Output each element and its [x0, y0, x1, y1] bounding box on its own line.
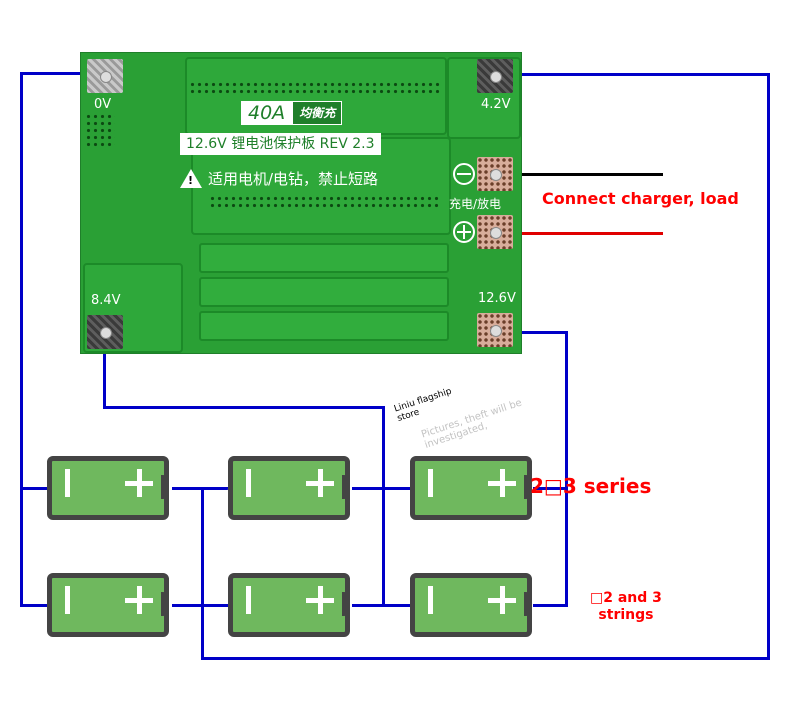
wire-12v6-top: [497, 331, 568, 334]
pad-positive: [477, 215, 513, 249]
battery-cell: [228, 456, 350, 520]
pad-8v4-label: 8.4V: [91, 293, 121, 308]
battery-cell: [410, 573, 532, 637]
pad-negative: [477, 157, 513, 191]
battery-cell: [228, 573, 350, 637]
battery-negative-mark: [428, 469, 433, 497]
charger-positive-lead: [500, 232, 663, 235]
pad-4v2-label: 4.2V: [481, 97, 511, 112]
pcb-via-row-top: [189, 81, 441, 95]
warning-icon: !: [180, 169, 202, 188]
pad-0v: [87, 59, 123, 93]
warning-line: ! 适用电机/电钻，禁止短路: [180, 168, 378, 189]
pcb-strip-3: [199, 311, 449, 341]
wire-8v4-vertical: [382, 406, 385, 607]
board-title: 12.6V 锂电池保护板 REV 2.3: [180, 133, 381, 155]
warning-text: 适用电机/电钻，禁止短路: [208, 170, 379, 188]
wire-12v6-row2: [533, 604, 568, 607]
wire-0v-horizontal: [20, 72, 104, 75]
wire-c2c3-row1: [352, 487, 416, 490]
strings-label: □2 and 3 strings: [590, 590, 662, 623]
wire-0v-row1: [20, 487, 52, 490]
balance-charge-label: 均衡充: [291, 102, 342, 124]
pad-12v6-label: 12.6V: [478, 291, 516, 306]
battery-negative-mark: [246, 469, 251, 497]
battery-negative-mark: [428, 586, 433, 614]
pcb-via-grid-left: [85, 113, 115, 149]
series-label: 2□3 series: [530, 474, 652, 498]
connect-charger-label: Connect charger, load: [542, 189, 739, 208]
wire-8v4-down: [103, 332, 106, 409]
wire-c2c3-row2: [352, 604, 416, 607]
wire-0v-vertical: [20, 72, 23, 607]
battery-negative-mark: [65, 586, 70, 614]
wire-c1c2-row2: [172, 604, 234, 607]
store-watermark: Liniu flagship store: [393, 386, 453, 425]
minus-circle-icon: [453, 163, 475, 185]
plus-circle-icon: [453, 221, 475, 243]
pcb-strip-2: [199, 277, 449, 307]
current-rating-badge: 40A 均衡充: [241, 101, 343, 125]
battery-negative-mark: [65, 469, 70, 497]
pad-0v-label: 0V: [94, 97, 112, 112]
wire-4v2-right: [767, 73, 770, 660]
pcb-strip-1: [199, 243, 449, 273]
battery-cell: [47, 573, 169, 637]
wire-c1c2-row1: [172, 487, 234, 490]
wire-0v-row2: [20, 604, 52, 607]
wire-8v4-horizontal: [103, 406, 385, 409]
protection-board: 40A 均衡充 12.6V 锂电池保护板 REV 2.3 ! 适用电机/电钻，禁…: [80, 52, 522, 354]
current-rating: 40A: [242, 102, 292, 124]
battery-negative-mark: [246, 586, 251, 614]
pcb-via-row-middle: [209, 195, 439, 209]
charge-discharge-label: 充电/放电: [449, 197, 502, 211]
charger-negative-lead: [500, 173, 663, 176]
wire-4v2-top: [497, 73, 770, 76]
battery-cell: [47, 456, 169, 520]
wire-4v2-up: [201, 487, 204, 660]
wire-12v6-row1: [533, 487, 568, 490]
pad-4v2: [477, 59, 513, 93]
wire-12v6-vertical: [565, 331, 568, 607]
battery-cell: [410, 456, 532, 520]
pad-8v4: [87, 315, 123, 349]
wire-4v2-bottom: [201, 657, 770, 660]
pad-12v6: [477, 313, 513, 347]
